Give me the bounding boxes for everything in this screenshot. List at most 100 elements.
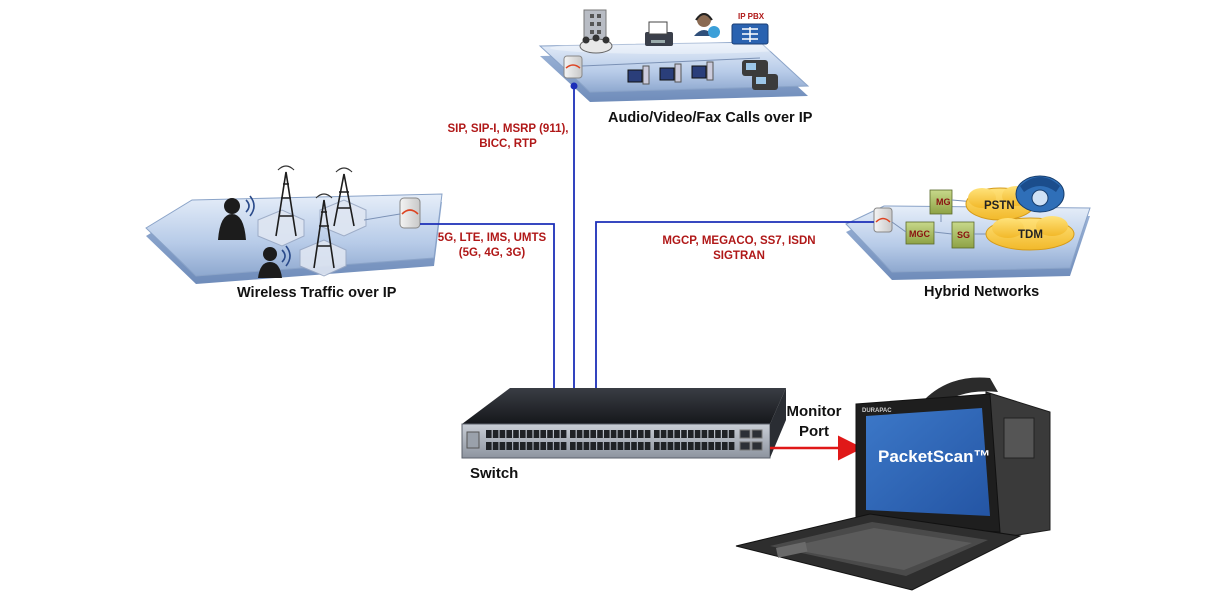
switch-port bbox=[708, 430, 714, 438]
cell-tower-icon bbox=[275, 165, 355, 269]
switch-port bbox=[492, 430, 499, 438]
sfp-port bbox=[739, 429, 751, 439]
switch-port bbox=[499, 430, 506, 438]
switch-label: Switch bbox=[470, 465, 518, 482]
switch-port bbox=[570, 442, 576, 450]
switch-port bbox=[701, 430, 708, 438]
mgc-label: MGC bbox=[909, 229, 930, 239]
sfp-port bbox=[751, 429, 763, 439]
monitor-port-label-2: Port bbox=[799, 423, 829, 440]
mobile-user-icon bbox=[218, 195, 291, 278]
media-gateway-icon bbox=[891, 189, 1000, 249]
sfp-port bbox=[739, 441, 751, 451]
switch-port bbox=[540, 442, 546, 450]
switch-port bbox=[681, 430, 687, 438]
switch-port bbox=[644, 430, 651, 438]
console-port bbox=[466, 431, 480, 449]
switch-port bbox=[533, 442, 540, 450]
switch-port bbox=[492, 442, 499, 450]
switch-port bbox=[624, 430, 630, 438]
switch-port bbox=[631, 442, 637, 450]
switch-port bbox=[597, 442, 603, 450]
switch-port bbox=[520, 430, 526, 438]
switch-port bbox=[610, 430, 617, 438]
switch-port bbox=[688, 442, 694, 450]
switch-port bbox=[499, 442, 506, 450]
switch-port bbox=[667, 442, 674, 450]
switch-port bbox=[638, 430, 644, 438]
switch-port bbox=[694, 442, 701, 450]
switch-port bbox=[554, 442, 560, 450]
switch-port bbox=[638, 442, 644, 450]
switch-port bbox=[617, 442, 624, 450]
switch-port bbox=[583, 430, 590, 438]
tdm-cloud bbox=[985, 216, 1075, 251]
switch-port bbox=[667, 430, 674, 438]
link-wireless bbox=[420, 223, 555, 436]
laptop-brand: DURAPAC bbox=[862, 408, 892, 414]
switch-port bbox=[660, 442, 667, 450]
switch-port bbox=[694, 430, 701, 438]
hybrid-protocols-line2: SIGTRAN bbox=[713, 250, 765, 262]
switch-port bbox=[722, 442, 728, 450]
sg-label: SG bbox=[957, 230, 970, 240]
switch-port bbox=[533, 430, 540, 438]
voip-protocols-line1: SIP, SIP-I, MSRP (911), bbox=[447, 123, 568, 135]
switch-port bbox=[708, 442, 714, 450]
tdm-label: TDM bbox=[1018, 229, 1043, 241]
switch-port bbox=[547, 442, 553, 450]
switch-port bbox=[701, 442, 708, 450]
switch-ports bbox=[466, 429, 763, 451]
hybrid-protocols-line1: MGCP, MEGACO, SS7, ISDN bbox=[662, 235, 815, 247]
pstn-label: PSTN bbox=[984, 200, 1015, 212]
switch-port bbox=[604, 442, 610, 450]
packetscan-screen-text: PacketScan™ bbox=[878, 447, 990, 466]
pc-icon bbox=[581, 57, 761, 85]
switch-port bbox=[520, 442, 526, 450]
switch-port bbox=[728, 430, 735, 438]
switch-port bbox=[644, 442, 651, 450]
fax-icon bbox=[645, 21, 673, 46]
switch-port bbox=[486, 430, 492, 438]
switch-port bbox=[506, 430, 512, 438]
hybrid-caption: Hybrid Networks bbox=[924, 284, 1039, 300]
link-hybrid bbox=[595, 221, 874, 436]
switch-port bbox=[570, 430, 576, 438]
router-icon bbox=[563, 55, 583, 79]
ip-pbx-icon bbox=[731, 23, 769, 45]
switch-port bbox=[583, 442, 590, 450]
switch-port bbox=[681, 442, 687, 450]
wireless-protocols-line2: (5G, 4G, 3G) bbox=[459, 247, 526, 259]
switch-port bbox=[604, 430, 610, 438]
switch-port bbox=[631, 430, 637, 438]
switch-port bbox=[674, 442, 680, 450]
switch-port bbox=[660, 430, 667, 438]
switch-port bbox=[590, 430, 596, 438]
switch-port bbox=[610, 442, 617, 450]
laptop-screen bbox=[866, 408, 990, 516]
conference-phone-icon bbox=[579, 34, 613, 54]
switch-port bbox=[654, 442, 660, 450]
audio-video-fax-caption: Audio/Video/Fax Calls over IP bbox=[608, 110, 813, 126]
router-icon bbox=[873, 207, 893, 233]
switch-port bbox=[576, 442, 583, 450]
switch-port bbox=[560, 442, 567, 450]
switch-port bbox=[560, 430, 567, 438]
switch-port bbox=[624, 442, 630, 450]
router-icon bbox=[363, 197, 421, 229]
headset-agent-icon bbox=[694, 13, 720, 38]
switch-port bbox=[722, 430, 728, 438]
switch-port bbox=[654, 430, 660, 438]
switch-port bbox=[715, 442, 721, 450]
sfp-port bbox=[751, 441, 763, 451]
switch-port bbox=[513, 442, 519, 450]
rugged-laptop-icon bbox=[735, 377, 1051, 591]
switch-port bbox=[728, 442, 735, 450]
switch-port bbox=[513, 430, 519, 438]
switch-port bbox=[688, 430, 694, 438]
wireless-protocols-line1: 5G, LTE, IMS, UMTS bbox=[438, 232, 547, 244]
switch-port bbox=[540, 430, 546, 438]
switch-port bbox=[506, 442, 512, 450]
switch-port bbox=[715, 430, 721, 438]
